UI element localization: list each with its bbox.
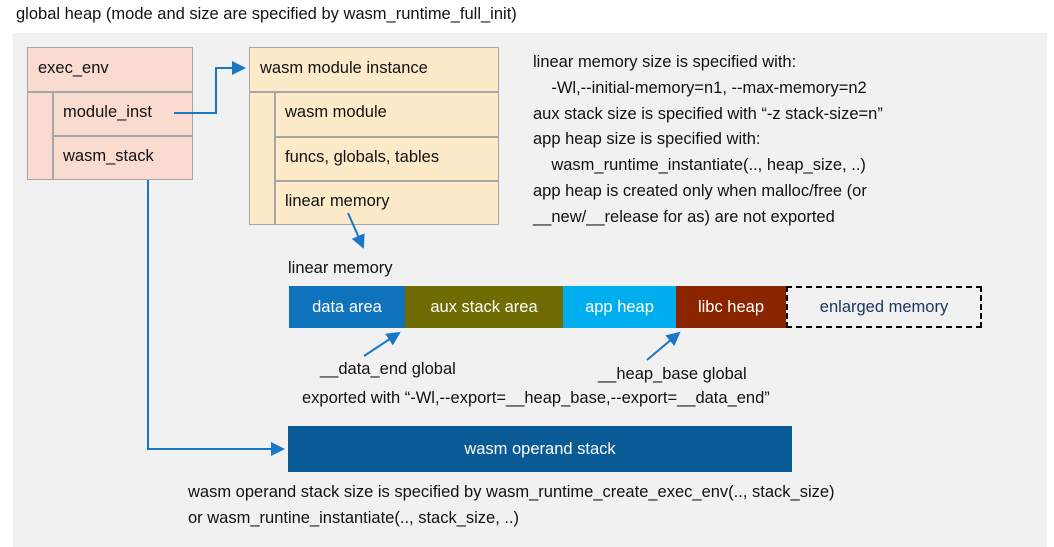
annotation-data-end: __data_end global	[320, 360, 456, 378]
memory-segment-label: app heap	[585, 297, 654, 316]
exec-env-row-module-inst-label: module_inst	[63, 103, 152, 121]
operand-stack-notes: wasm operand stack size is specified by …	[188, 483, 835, 527]
module-instance-row-funcs-globals-tables	[275, 137, 499, 181]
wasm-operand-stack-box: wasm operand stack	[288, 426, 792, 472]
linear-memory-bar: data area aux stack area app heap libc heap…	[289, 286, 982, 328]
module-instance-indent-column	[249, 92, 275, 225]
module-instance-row-linear-memory-label: linear memory	[285, 192, 390, 210]
linear-memory-caption: linear memory	[288, 259, 393, 277]
memory-segment-label: enlarged memory	[819, 297, 949, 316]
module-instance-header-box	[249, 47, 499, 92]
module-instance-row-funcs-globals-tables-label: funcs, globals, tables	[285, 148, 440, 166]
exec-env-row-module-inst	[53, 92, 193, 136]
module-instance-row-wasm-module	[275, 92, 499, 137]
memory-segment-label: data area	[312, 297, 382, 316]
memory-segment-aux-stack-area: aux stack area	[405, 286, 563, 328]
memory-segment-label: libc heap	[697, 297, 765, 316]
memory-segment-data-area: data area	[289, 286, 405, 328]
wasm-operand-stack-label: wasm operand stack	[464, 439, 616, 458]
exec-env-header-label: exec_env	[38, 59, 109, 77]
linear-memory-notes: linear memory size is specified with: -W…	[533, 53, 883, 226]
module-instance-row-wasm-module-label: wasm module	[285, 103, 387, 121]
exec-env-indent-column	[27, 92, 53, 180]
memory-segment-libc-heap: libc heap	[676, 286, 786, 328]
exec-env-header-box	[27, 47, 193, 92]
exec-env-row-wasm-stack-label: wasm_stack	[63, 147, 154, 165]
exec-env-row-wasm-stack	[53, 136, 193, 180]
module-instance-row-linear-memory	[275, 181, 499, 225]
memory-segment-enlarged-memory: enlarged memory	[786, 286, 982, 328]
memory-segment-app-heap: app heap	[563, 286, 676, 328]
memory-segment-label: aux stack area	[430, 297, 538, 316]
module-instance-header-label: wasm module instance	[260, 59, 428, 77]
page-title: global heap (mode and size are specified…	[16, 5, 517, 23]
annotation-exported-flags: exported with “-Wl,--export=__heap_base,…	[302, 389, 770, 407]
annotation-heap-base: __heap_base global	[598, 365, 747, 383]
